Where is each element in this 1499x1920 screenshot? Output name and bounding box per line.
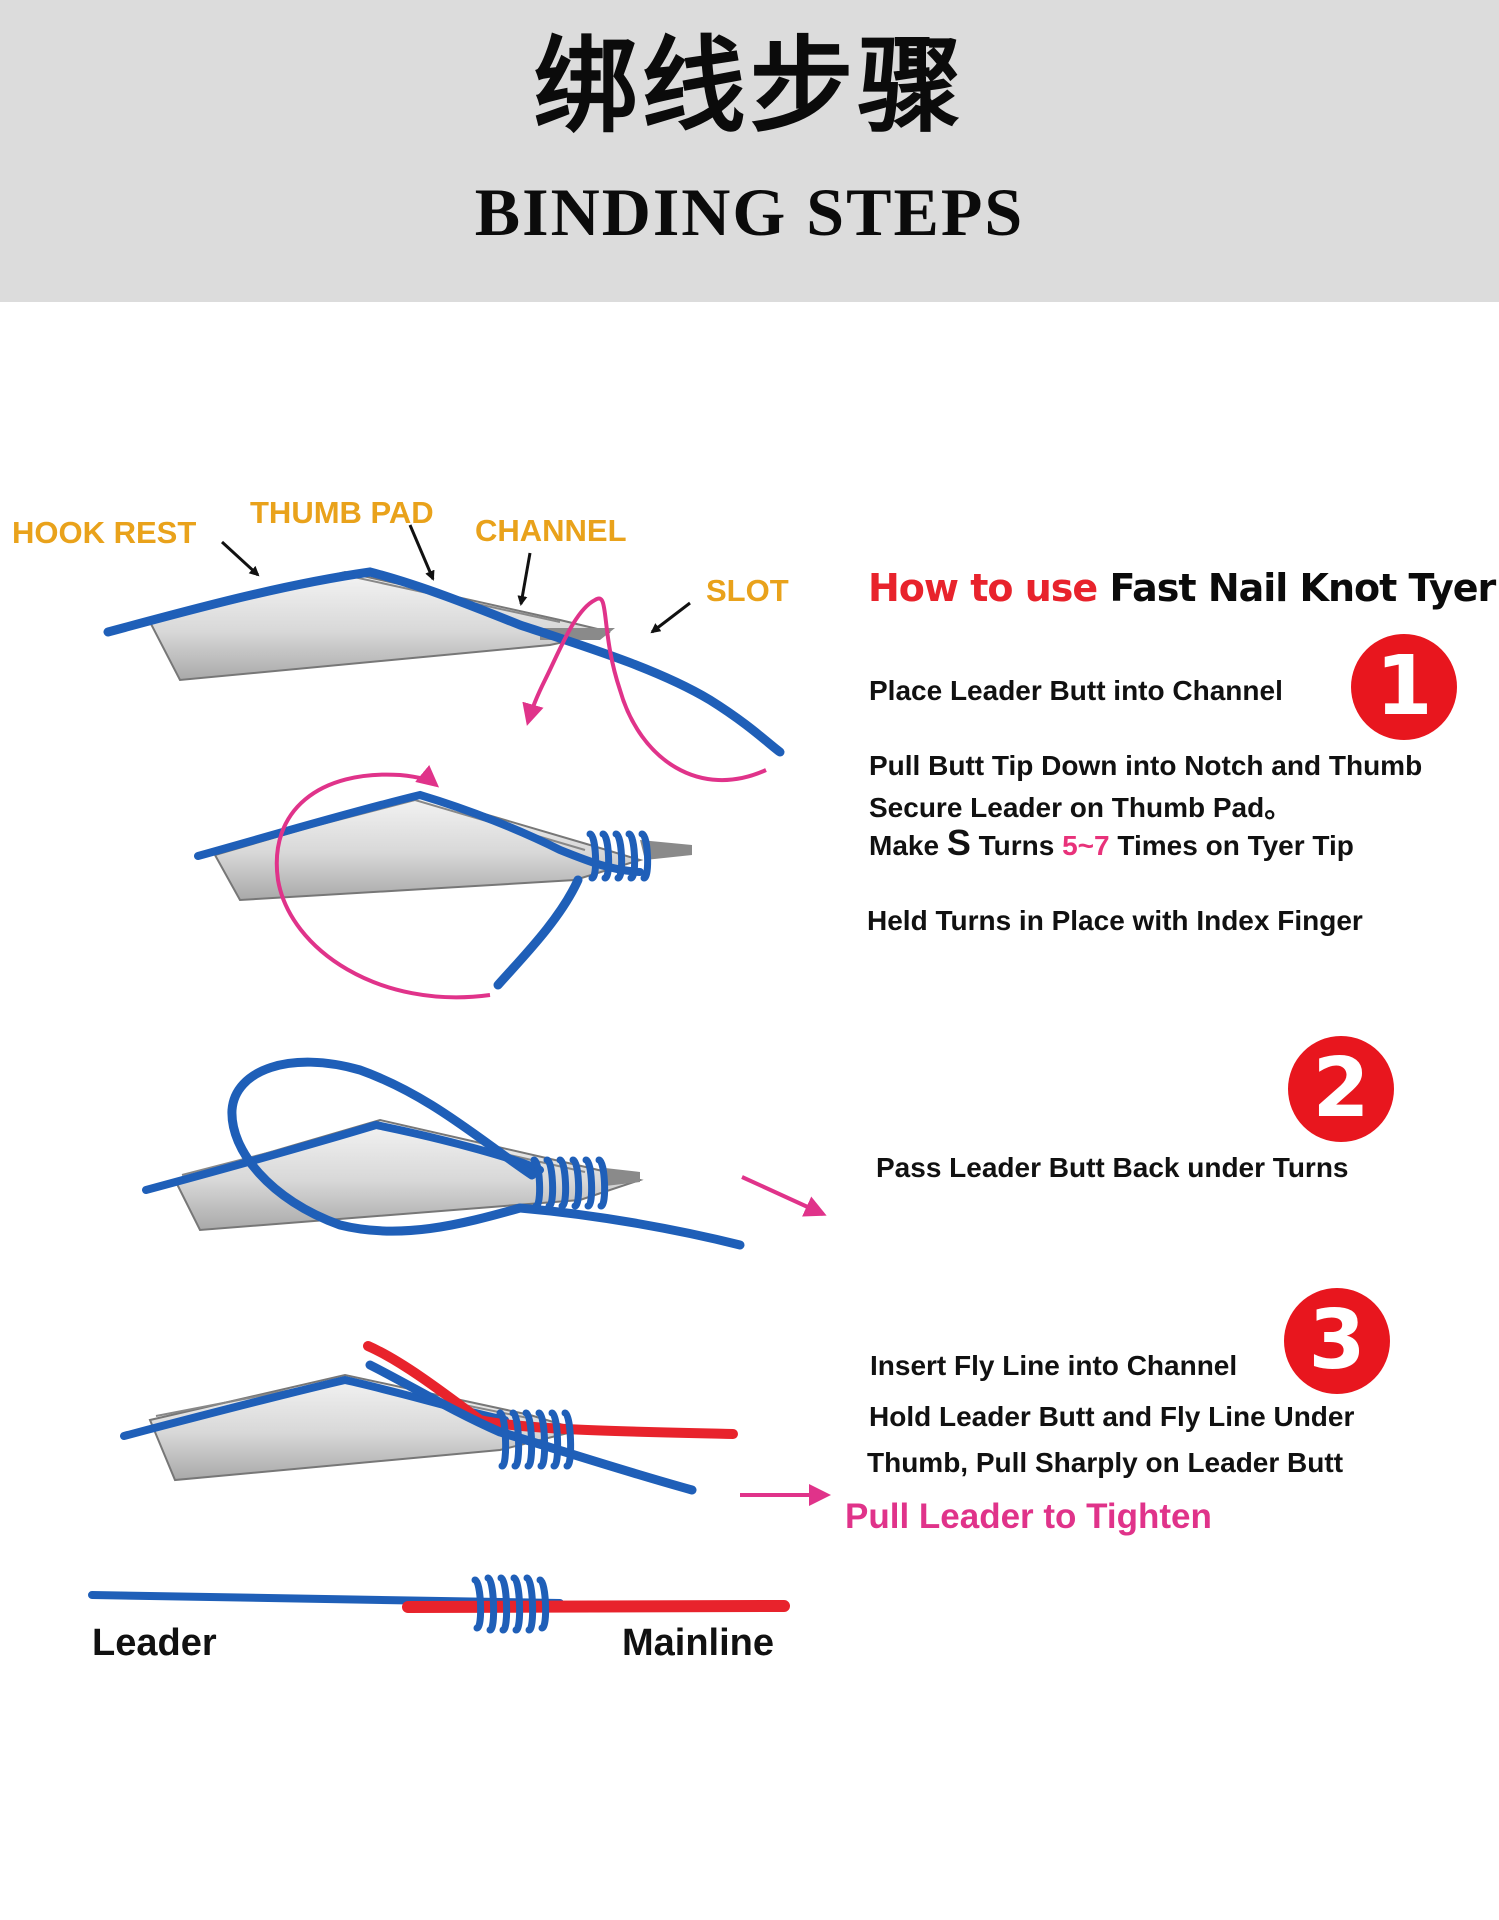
step1-line1: Place Leader Butt into Channel	[869, 675, 1283, 706]
step1-s-letter: S	[946, 822, 971, 863]
step2-badge: 2	[1288, 1036, 1394, 1142]
step1-line5: Held Turns in Place with Index Finger	[867, 905, 1363, 936]
step3-badge: 3	[1284, 1288, 1390, 1394]
tool-step4-tighten	[120, 1341, 831, 1506]
tool-step3-pass-back	[142, 1057, 827, 1250]
step1-badge: 1	[1351, 634, 1457, 740]
step3-line2: Hold Leader Butt and Fly Line Under	[869, 1401, 1355, 1432]
step3-line1: Insert Fly Line into Channel	[870, 1350, 1238, 1381]
heading-tool-name: Fast Nail Knot Tyer	[1109, 566, 1496, 610]
tool-step2-wraps	[194, 765, 692, 1000]
label-mainline: Mainline	[622, 1622, 775, 1664]
label-hook-rest: HOOK REST	[12, 515, 197, 550]
step1-make: Make	[869, 830, 940, 861]
step1-times: Times on Tyer Tip	[1117, 830, 1354, 861]
step3-line3: Thumb, Pull Sharply on Leader Butt	[867, 1447, 1344, 1478]
instructions-heading: How to use Fast Nail Knot Tyer	[868, 566, 1496, 610]
header-banner: 绑线步骤 BINDING STEPS	[0, 0, 1499, 302]
step1-line4: Make S Turns 5~7 Times on Tyer Tip	[869, 822, 1354, 864]
step2-line1: Pass Leader Butt Back under Turns	[876, 1152, 1349, 1183]
finished-knot	[88, 1574, 790, 1634]
label-leader: Leader	[92, 1622, 217, 1664]
step1-turns: Turns	[978, 830, 1055, 861]
step1-line3: Secure Leader on Thumb Pad。	[869, 792, 1293, 823]
pull-leader-label: Pull Leader to Tighten	[845, 1497, 1212, 1536]
tool-step1	[103, 567, 785, 782]
step1-count: 5~7	[1062, 830, 1110, 861]
label-thumb-pad: THUMB PAD	[250, 495, 434, 530]
page-title-en: BINDING STEPS	[474, 174, 1025, 250]
step1-line2: Pull Butt Tip Down into Notch and Thumb	[869, 750, 1423, 781]
label-channel: CHANNEL	[475, 513, 627, 548]
label-slot: SLOT	[706, 573, 789, 608]
heading-how-to-use: How to use	[868, 566, 1098, 610]
label-pointers	[220, 524, 691, 634]
page-title-cn: 绑线步骤	[533, 25, 966, 147]
